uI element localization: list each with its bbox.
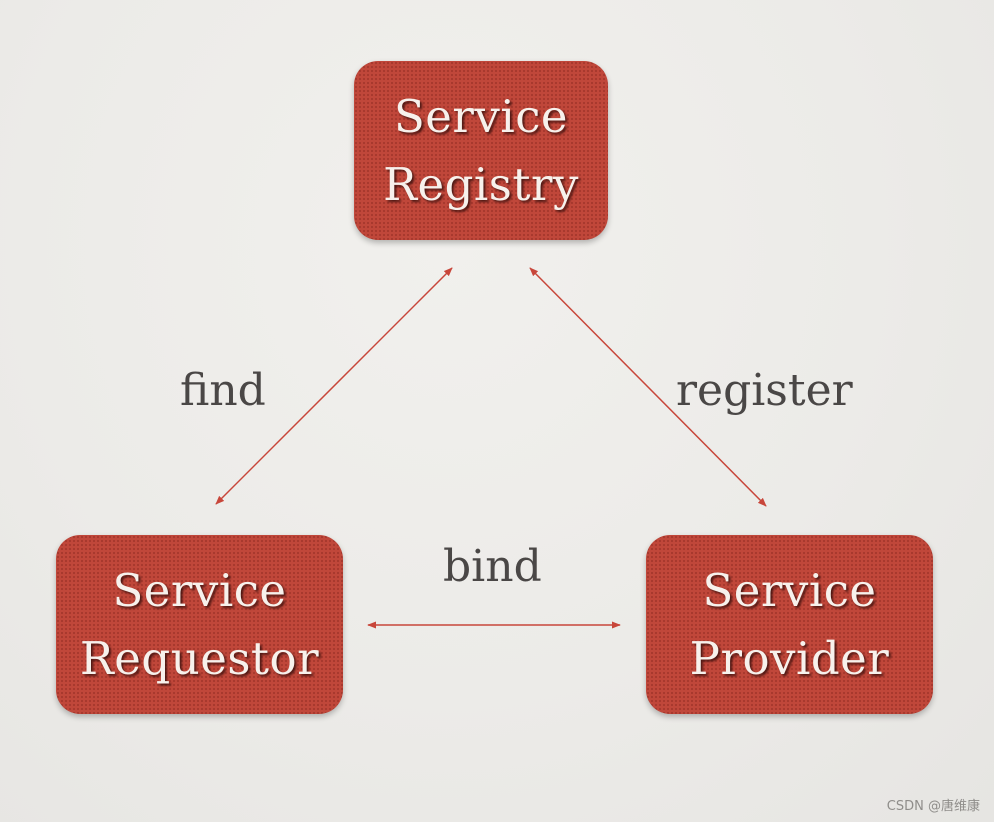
find-arrow	[215, 267, 453, 505]
service-provider-line1: Service	[702, 563, 877, 617]
service-registry-line2: Registry	[383, 157, 579, 211]
service-registry-line1: Service	[393, 89, 569, 143]
watermark: CSDN @唐维康	[886, 799, 980, 814]
register-label: register	[676, 365, 853, 416]
service-requestor-line2: Requestor	[79, 631, 320, 685]
service-provider-node: Service Provider	[646, 535, 933, 714]
find-label: find	[180, 365, 266, 416]
register-arrow	[529, 267, 767, 507]
service-provider-line2: Provider	[689, 631, 890, 685]
service-registry-node: Service Registry	[354, 61, 608, 240]
service-requestor-node: Service Requestor	[56, 535, 343, 714]
bind-label: bind	[443, 541, 542, 592]
service-requestor-line1: Service	[112, 563, 287, 617]
